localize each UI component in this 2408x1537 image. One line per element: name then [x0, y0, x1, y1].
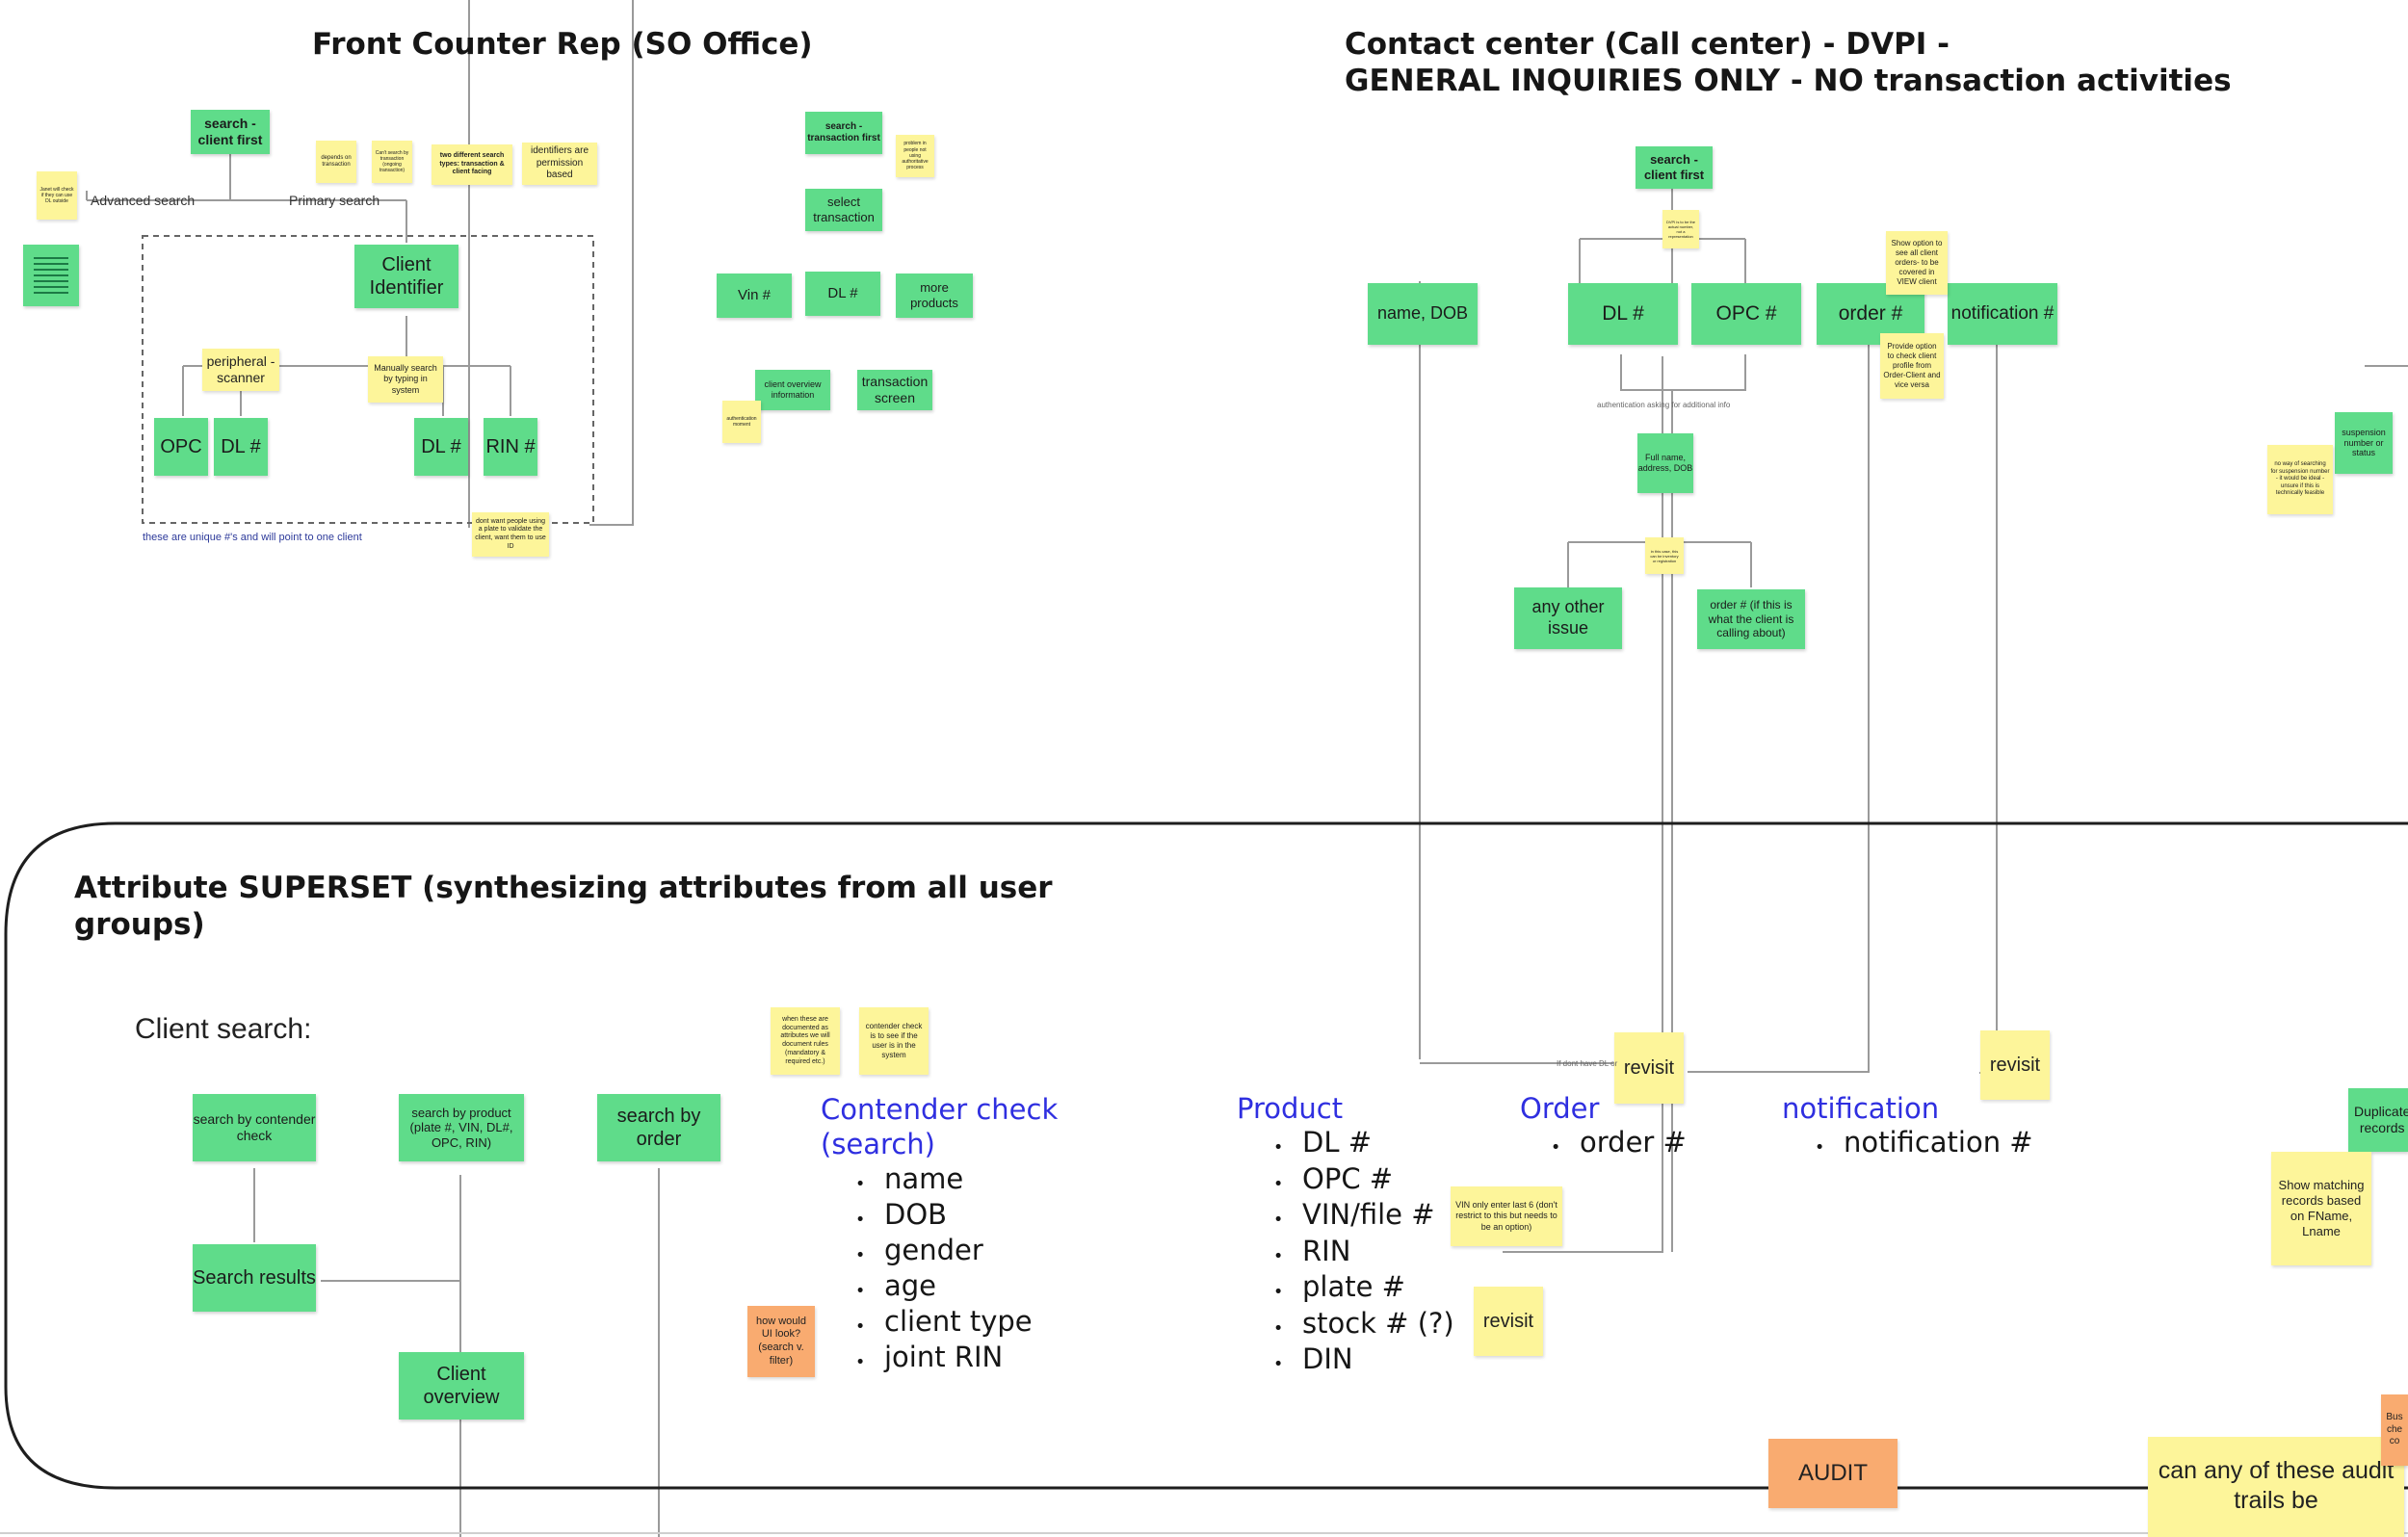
sticky-opc[interactable]: OPC [154, 418, 208, 476]
sticky-can-any-audit[interactable]: can any of these audit trails be [2148, 1437, 2404, 1537]
sticky-note-inventory[interactable]: in this case, this can be inventory or r… [1645, 537, 1684, 574]
sticky-audit[interactable]: AUDIT [1768, 1439, 1898, 1508]
sticky-notification-contact[interactable]: notification # [1948, 283, 2057, 345]
sticky-note-dvpi[interactable]: DVPI is to be the actual number, not a r… [1662, 210, 1699, 248]
sticky-client-identifier[interactable]: Client Identifier [354, 245, 458, 308]
notification-heading: notification [1782, 1092, 1940, 1125]
product-item: stock # (?) [1273, 1306, 1454, 1347]
title-contact-center-sub: GENERAL INQUIRIES ONLY - NO transaction … [1345, 64, 2232, 98]
contender-item: gender [855, 1233, 1033, 1274]
sticky-select-transaction[interactable]: select transaction [805, 189, 882, 231]
notification-list: notification # [1809, 1125, 2033, 1166]
sticky-peripheral-scanner[interactable]: peripheral - scanner [202, 349, 279, 391]
sticky-search-transaction-first[interactable]: search - transaction first [805, 112, 882, 154]
advanced-search-label: Advanced search [91, 193, 196, 208]
sticky-transaction-screen[interactable]: transaction screen [857, 370, 932, 410]
sticky-note-authoritative[interactable]: problem in people not using authoritativ… [896, 135, 934, 177]
sticky-manually-search[interactable]: Manually search by typing in system [368, 356, 443, 403]
sticky-dl-manual[interactable]: DL # [414, 418, 468, 476]
dont-have-label: If dont have DL or [1557, 1059, 1618, 1068]
notification-item: notification # [1815, 1125, 2033, 1166]
unique-ids-note: these are unique #'s and will point to o… [143, 532, 362, 543]
sticky-provide-option[interactable]: Provide option to check client profile f… [1880, 333, 1944, 399]
primary-search-label: Primary search [289, 193, 380, 208]
sticky-document-icon[interactable] [23, 245, 79, 306]
document-lines-icon [34, 257, 68, 294]
sticky-revisit-product[interactable]: revisit [1474, 1287, 1543, 1356]
title-contact-center: Contact center (Call center) - DVPI - [1345, 27, 1950, 62]
authentication-label: authentication asking for additional inf… [1597, 401, 1731, 409]
sticky-business-check[interactable]: Bus che co [2381, 1394, 2408, 1466]
sticky-rin[interactable]: RIN # [484, 418, 537, 476]
order-item: order # [1551, 1125, 1687, 1166]
product-item: plate # [1273, 1269, 1454, 1311]
sticky-dl-transaction[interactable]: DL # [805, 272, 880, 316]
sticky-search-client-first-contact[interactable]: search - client first [1636, 146, 1713, 189]
sticky-note-depends[interactable]: depends on transaction [316, 141, 356, 183]
sticky-dont-want-plate[interactable]: dont want people using a plate to valida… [472, 512, 549, 557]
sticky-authentication-moment[interactable]: authentication moment [722, 401, 761, 443]
contender-item: name [855, 1161, 1033, 1203]
contender-item: joint RIN [855, 1340, 1033, 1381]
sticky-full-name-address[interactable]: Full name, address, DOB [1637, 433, 1693, 493]
product-item: VIN/file # [1273, 1197, 1454, 1238]
sticky-note-cant-search[interactable]: Can't search by transaction (ongoing tra… [372, 141, 412, 183]
sticky-client-overview-info[interactable]: client overview information [755, 370, 830, 410]
sticky-show-matching[interactable]: Show matching records based on FName, Ln… [2271, 1152, 2371, 1265]
sticky-search-by-product[interactable]: search by product (plate #, VIN, DL#, OP… [399, 1094, 524, 1161]
sticky-dl-contact[interactable]: DL # [1568, 283, 1678, 345]
product-list: DL # OPC # VIN/file # RIN plate # stock … [1268, 1125, 1454, 1383]
contender-item: age [855, 1268, 1033, 1310]
sticky-show-option[interactable]: Show option to see all client orders- to… [1886, 231, 1948, 295]
sticky-client-overview[interactable]: Client overview [399, 1352, 524, 1420]
sticky-search-by-contender[interactable]: search by contender check [193, 1094, 316, 1161]
product-item: OPC # [1273, 1161, 1454, 1203]
sticky-vin-only[interactable]: VIN only enter last 6 (don't restrict to… [1451, 1186, 1562, 1246]
sticky-order-if-calling[interactable]: order # (if this is what the client is c… [1697, 589, 1805, 649]
contender-item: client type [855, 1304, 1033, 1345]
order-list: order # [1545, 1125, 1687, 1166]
contender-check-list: name DOB gender age client type joint RI… [850, 1161, 1033, 1381]
sticky-note-janet[interactable]: Janet will check if they can use DL outs… [37, 171, 77, 220]
contender-check-heading: Contender check (search) [821, 1093, 1059, 1161]
product-item: RIN [1273, 1234, 1454, 1275]
sticky-no-way-suspension[interactable]: no way of searching for suspension numbe… [2267, 445, 2333, 514]
sticky-duplicate-records[interactable]: Duplicate records [2348, 1088, 2408, 1152]
sticky-vin[interactable]: Vin # [717, 274, 792, 318]
product-heading: Product [1237, 1092, 1344, 1125]
sticky-note-when-documented[interactable]: when these are documented as attributes … [771, 1007, 840, 1075]
sticky-search-client-first[interactable]: search - client first [191, 110, 270, 154]
title-front-counter: Front Counter Rep (SO Office) [312, 27, 813, 62]
sticky-any-other-issue[interactable]: any other issue [1514, 587, 1622, 649]
order-heading: Order [1520, 1092, 1600, 1125]
sticky-note-identifiers[interactable]: identifiers are permission based [522, 143, 597, 185]
sticky-more-products[interactable]: more products [896, 274, 973, 318]
title-superset: Attribute SUPERSET (synthesizing attribu… [74, 871, 1053, 905]
sticky-search-results[interactable]: Search results [193, 1244, 316, 1312]
contender-item: DOB [855, 1197, 1033, 1238]
client-search-heading: Client search: [135, 1013, 312, 1045]
sticky-revisit-order[interactable]: revisit [1614, 1032, 1684, 1104]
sticky-note-two-types[interactable]: two different search types: transaction … [432, 144, 512, 185]
sticky-dl[interactable]: DL # [214, 418, 268, 476]
sticky-how-would-ui-look[interactable]: how would UI look? (search v. filter) [747, 1306, 815, 1377]
sticky-search-by-order[interactable]: search by order [597, 1094, 720, 1161]
product-item: DL # [1273, 1125, 1454, 1166]
sticky-opc-contact[interactable]: OPC # [1691, 283, 1801, 345]
sticky-suspension-number[interactable]: suspension number or status [2335, 412, 2393, 474]
sticky-order-contact[interactable]: order # [1817, 283, 1924, 345]
product-item: DIN [1273, 1342, 1454, 1383]
sticky-note-contender-check[interactable]: contender check is to see if the user is… [859, 1007, 929, 1075]
sticky-revisit-notification[interactable]: revisit [1980, 1030, 2050, 1100]
title-superset-sub: groups) [74, 907, 205, 942]
sticky-name-dob[interactable]: name, DOB [1368, 283, 1478, 345]
